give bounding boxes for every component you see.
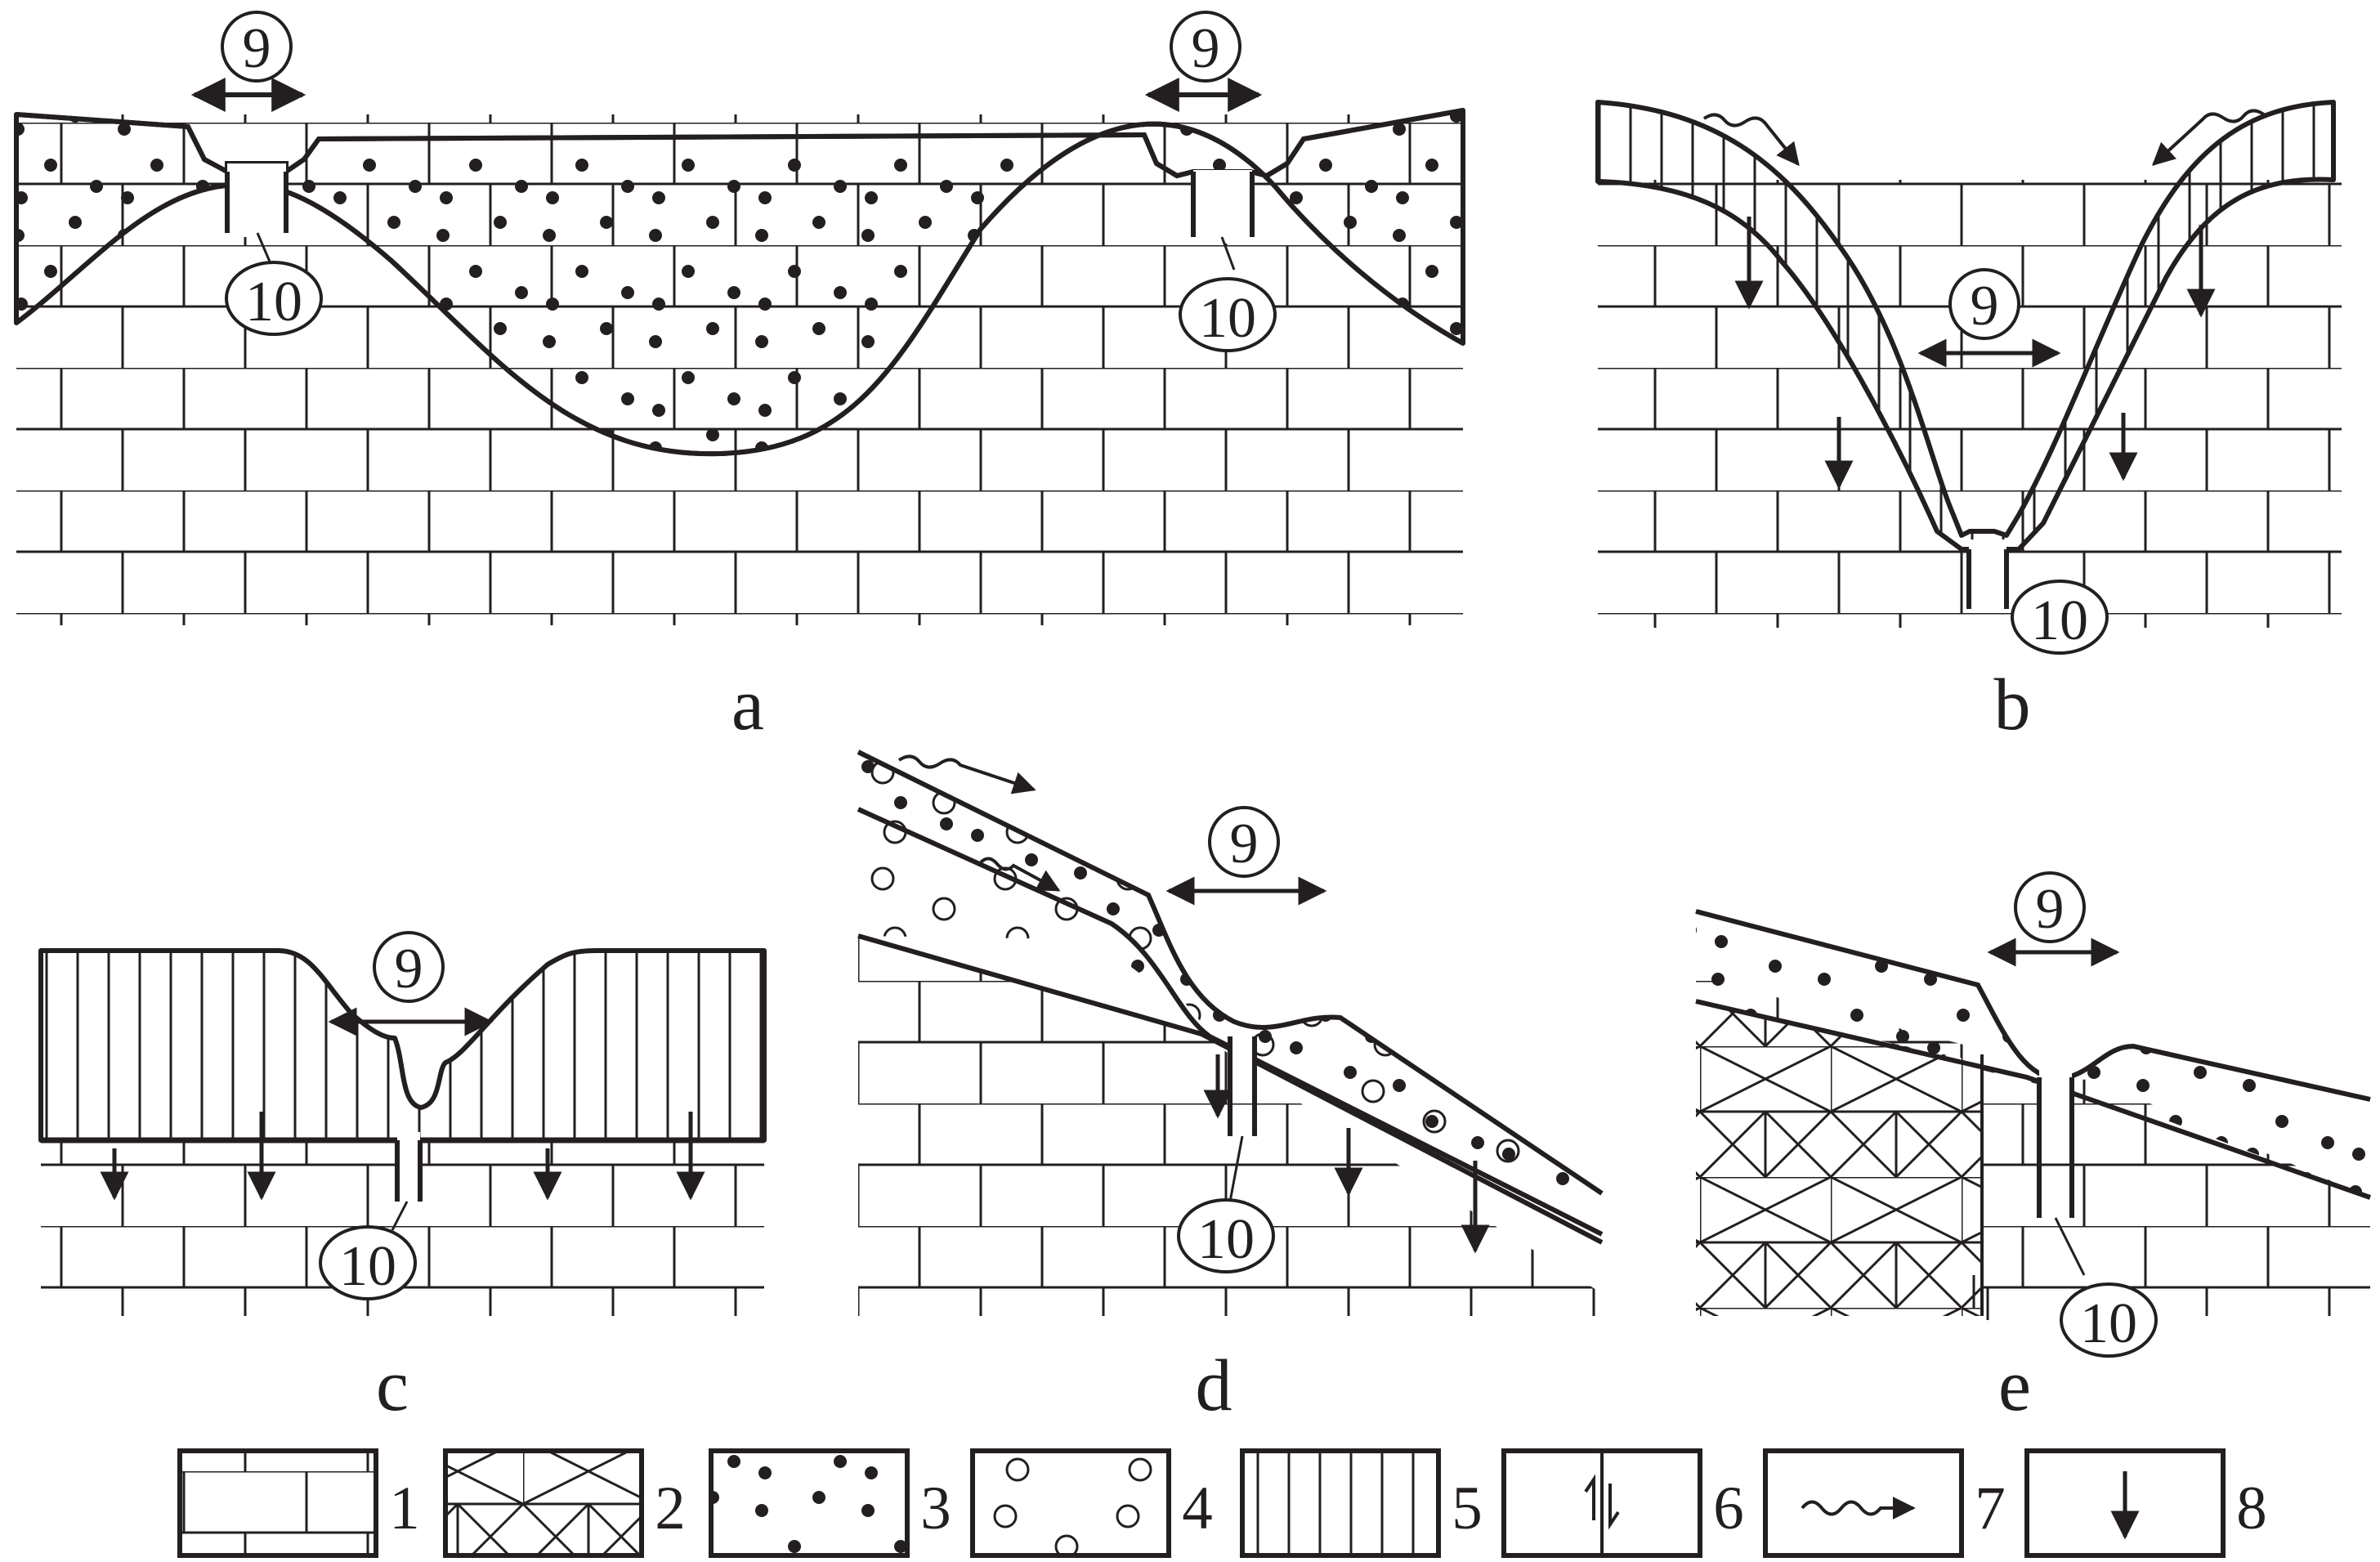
svg-text:10: 10 [2031,589,2088,652]
legend: 1 2 3 4 5 6 7 [177,1448,2267,1558]
legend-item-6: 6 [1501,1448,1744,1558]
legend-item-4: 4 [970,1448,1213,1558]
panel-a: 9 9 10 10 a [14,11,1465,745]
callout-10-d: 10 [1177,1198,1275,1273]
panel-label-a: a [731,665,764,745]
panel-label-b: b [1994,665,2031,745]
svg-text:9: 9 [1971,275,1999,338]
callout-9-b: 9 [1948,268,2020,340]
panel-label-c: c [376,1345,409,1426]
svg-text:9: 9 [1230,812,1259,875]
legend-item-2: 2 [443,1448,686,1558]
panel-b: 9 10 b [1595,100,2342,745]
svg-text:9: 9 [243,17,271,80]
callout-10-e: 10 [2060,1282,2158,1358]
svg-text:4: 4 [1182,1475,1213,1542]
callout-10-a1: 10 [225,261,323,336]
legend-item-5: 5 [1240,1448,1483,1558]
svg-text:5: 5 [1452,1475,1483,1542]
legend-item-7: 7 [1763,1448,2006,1558]
svg-text:10: 10 [245,271,302,333]
callout-9-a1: 9 [221,11,293,83]
svg-text:2: 2 [655,1475,686,1542]
callout-9-e: 9 [2014,871,2086,943]
callout-10-b: 10 [2011,580,2109,655]
legend-item-8: 8 [2024,1448,2267,1558]
svg-text:6: 6 [1713,1475,1744,1542]
callout-9-d: 9 [1208,806,1280,878]
svg-text:10: 10 [1197,1208,1255,1271]
panel-d: 9 10 d [857,750,1618,1426]
svg-text:10: 10 [1199,287,1256,350]
callout-10-c: 10 [319,1225,417,1300]
svg-text:10: 10 [339,1235,396,1298]
svg-text:1: 1 [389,1475,420,1542]
callout-10-a2: 10 [1179,277,1277,352]
svg-text:9: 9 [2036,878,2065,941]
svg-text:10: 10 [2080,1292,2137,1355]
panel-label-d: d [1196,1345,1232,1426]
svg-text:3: 3 [920,1475,951,1542]
panel-c: 9 10 c [38,931,767,1426]
callout-9-c: 9 [373,931,445,1003]
panel-e: 9 10 e [1695,871,2371,1426]
legend-item-1: 1 [177,1448,420,1558]
svg-text:9: 9 [395,938,423,1000]
panel-label-e: e [1998,1345,2031,1426]
svg-text:9: 9 [1192,17,1220,80]
svg-text:8: 8 [2236,1475,2267,1542]
legend-item-3: 3 [709,1448,951,1558]
callout-9-a2: 9 [1170,11,1241,83]
svg-text:7: 7 [1975,1475,2006,1542]
